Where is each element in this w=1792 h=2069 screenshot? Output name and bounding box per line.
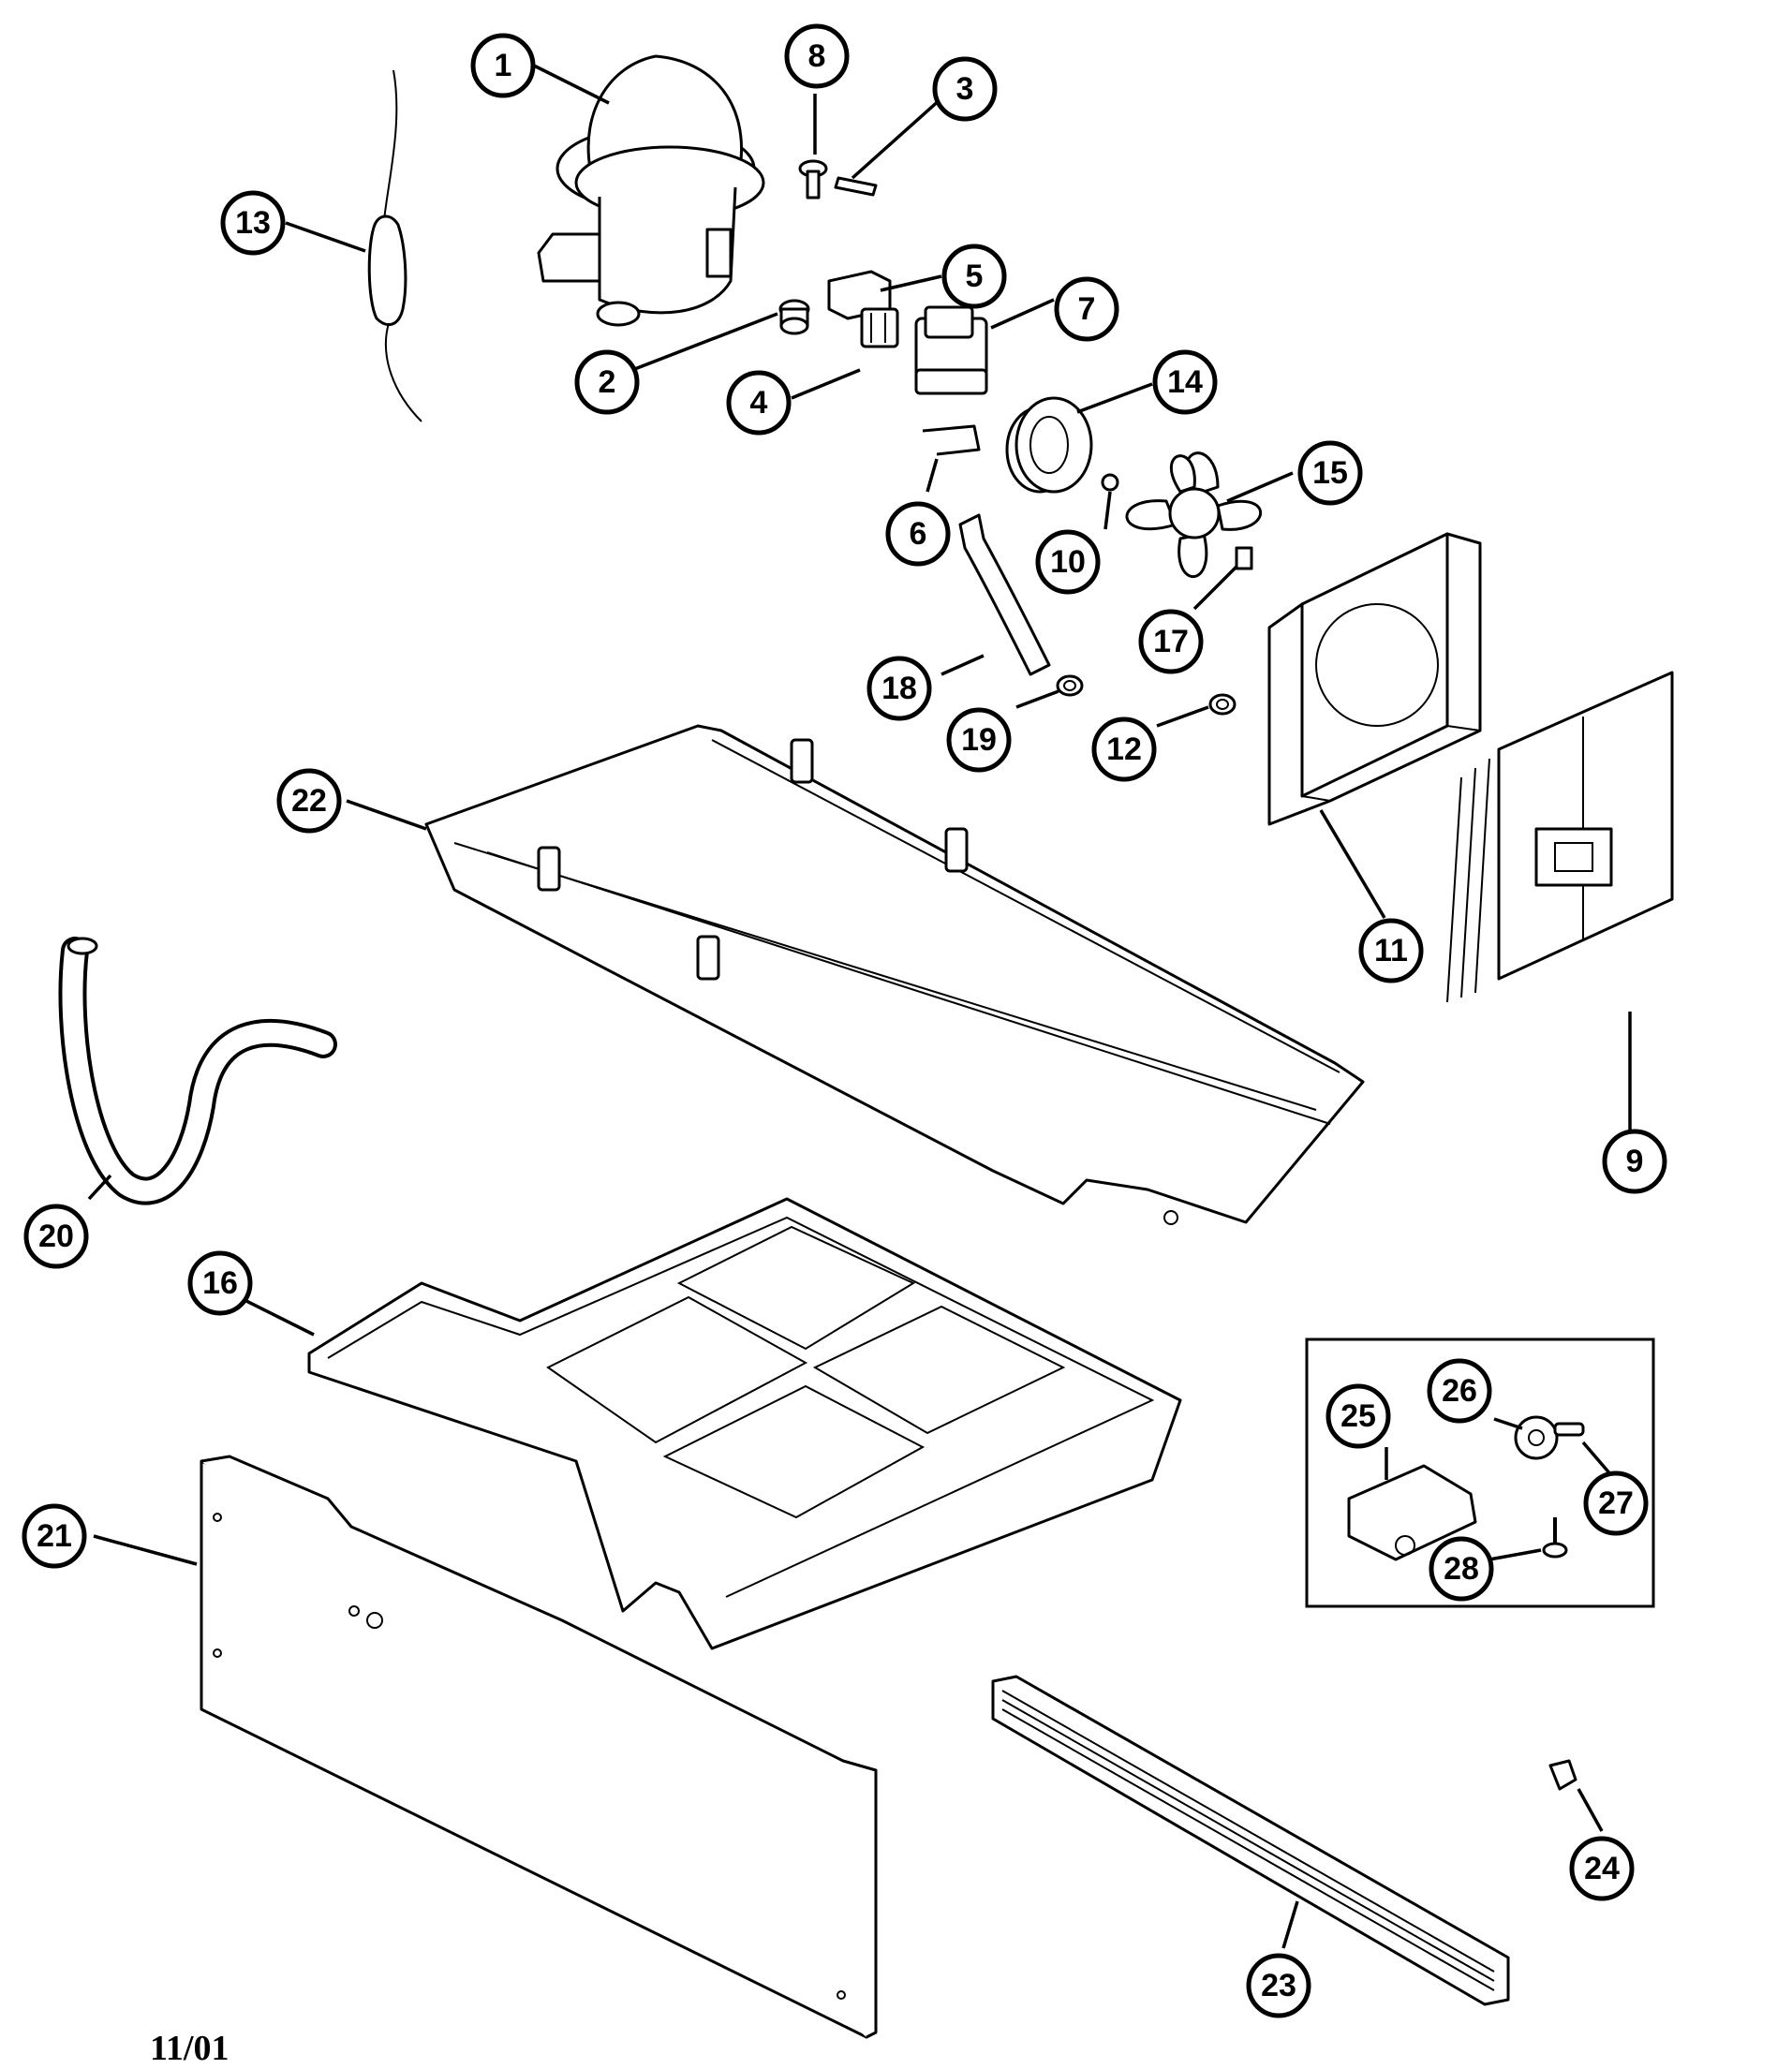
callout-label-15: 15	[1312, 455, 1348, 491]
inset-box	[1305, 1337, 1655, 1608]
callout-12: 12	[1091, 717, 1157, 782]
callout-15: 15	[1297, 440, 1363, 506]
callout-11: 11	[1358, 918, 1424, 983]
callout-6: 6	[885, 501, 951, 567]
part-2-grommet	[778, 299, 810, 335]
callout-label-9: 9	[1626, 1144, 1644, 1179]
part-21-front-panel	[200, 1455, 878, 2039]
part-18-bracket	[958, 513, 1051, 676]
callout-3: 3	[932, 56, 998, 122]
callout-label-25: 25	[1340, 1398, 1376, 1434]
callout-label-21: 21	[37, 1518, 72, 1554]
part-20-drain-hose	[58, 937, 337, 1205]
callout-4: 4	[726, 370, 792, 436]
part-24-clip	[1548, 1759, 1577, 1791]
callout-23: 23	[1246, 1953, 1311, 2018]
part-3-clip	[834, 176, 878, 197]
callout-label-8: 8	[808, 38, 826, 74]
callout-9: 9	[1602, 1129, 1667, 1194]
callout-16: 16	[187, 1250, 253, 1316]
callout-label-17: 17	[1153, 624, 1189, 659]
callout-21: 21	[22, 1503, 87, 1569]
part-9-condenser	[1446, 671, 1674, 1003]
callout-label-3: 3	[956, 71, 974, 107]
callout-label-26: 26	[1442, 1373, 1477, 1409]
callout-7: 7	[1054, 276, 1119, 342]
callout-label-19: 19	[961, 722, 997, 758]
callout-20: 20	[23, 1204, 89, 1269]
callout-label-11: 11	[1374, 933, 1408, 968]
date-code: 11/01	[150, 2029, 230, 2068]
leader-lines	[87, 64, 1632, 1949]
part-22-base-rail	[424, 724, 1365, 1225]
callout-26: 26	[1427, 1358, 1492, 1424]
callout-8: 8	[784, 23, 850, 89]
callout-label-10: 10	[1050, 544, 1086, 580]
part-28-screw	[1542, 1517, 1568, 1559]
callout-2: 2	[574, 349, 640, 415]
part-8-screw	[798, 159, 828, 200]
part-12-grommet	[1208, 693, 1237, 716]
callout-18: 18	[866, 656, 932, 721]
part-13-drier	[367, 69, 422, 422]
part-16-drain-pan	[307, 1197, 1182, 1650]
part-6-clip	[922, 424, 981, 456]
callout-label-13: 13	[235, 205, 271, 241]
callout-label-2: 2	[599, 364, 616, 400]
callout-label-23: 23	[1261, 1968, 1296, 2003]
callout-17: 17	[1138, 609, 1204, 674]
callout-28: 28	[1429, 1536, 1494, 1602]
callout-label-20: 20	[38, 1219, 74, 1254]
callout-label-5: 5	[966, 259, 984, 294]
callout-14: 14	[1152, 349, 1218, 415]
callout-label-6: 6	[910, 516, 927, 552]
callout-label-18: 18	[881, 671, 917, 706]
callout-label-4: 4	[750, 385, 768, 421]
callout-label-22: 22	[291, 783, 327, 819]
callout-25: 25	[1325, 1383, 1391, 1449]
part-27-pin	[1553, 1422, 1585, 1437]
part-1-compressor	[537, 54, 765, 327]
part-25-roller-bracket	[1347, 1464, 1477, 1561]
part-15-fan-blade	[1125, 451, 1263, 579]
part-26-roller	[1514, 1415, 1559, 1460]
callout-22: 22	[276, 768, 342, 834]
callout-label-7: 7	[1078, 291, 1096, 327]
callout-13: 13	[220, 190, 286, 256]
part-19-grommet	[1056, 674, 1084, 697]
callout-label-27: 27	[1598, 1485, 1634, 1521]
part-10-nut	[1101, 473, 1119, 492]
callout-label-16: 16	[202, 1265, 238, 1301]
callout-19: 19	[946, 707, 1012, 773]
part-11-shroud	[1267, 532, 1482, 826]
callout-24: 24	[1569, 1836, 1635, 1901]
callout-10: 10	[1035, 529, 1101, 595]
callout-1: 1	[470, 33, 536, 98]
callout-label-12: 12	[1106, 732, 1142, 767]
callout-label-28: 28	[1444, 1551, 1479, 1587]
callout-label-24: 24	[1584, 1851, 1620, 1886]
part-23-grille	[991, 1675, 1510, 2006]
part-4-overload	[860, 307, 899, 348]
callout-5: 5	[941, 244, 1007, 309]
part-7-relay	[914, 305, 988, 395]
callout-label-1: 1	[495, 48, 512, 83]
callout-27: 27	[1583, 1470, 1649, 1536]
callout-label-14: 14	[1167, 364, 1203, 400]
part-17-clip	[1235, 546, 1253, 570]
part-14-fan-motor	[1005, 396, 1093, 494]
